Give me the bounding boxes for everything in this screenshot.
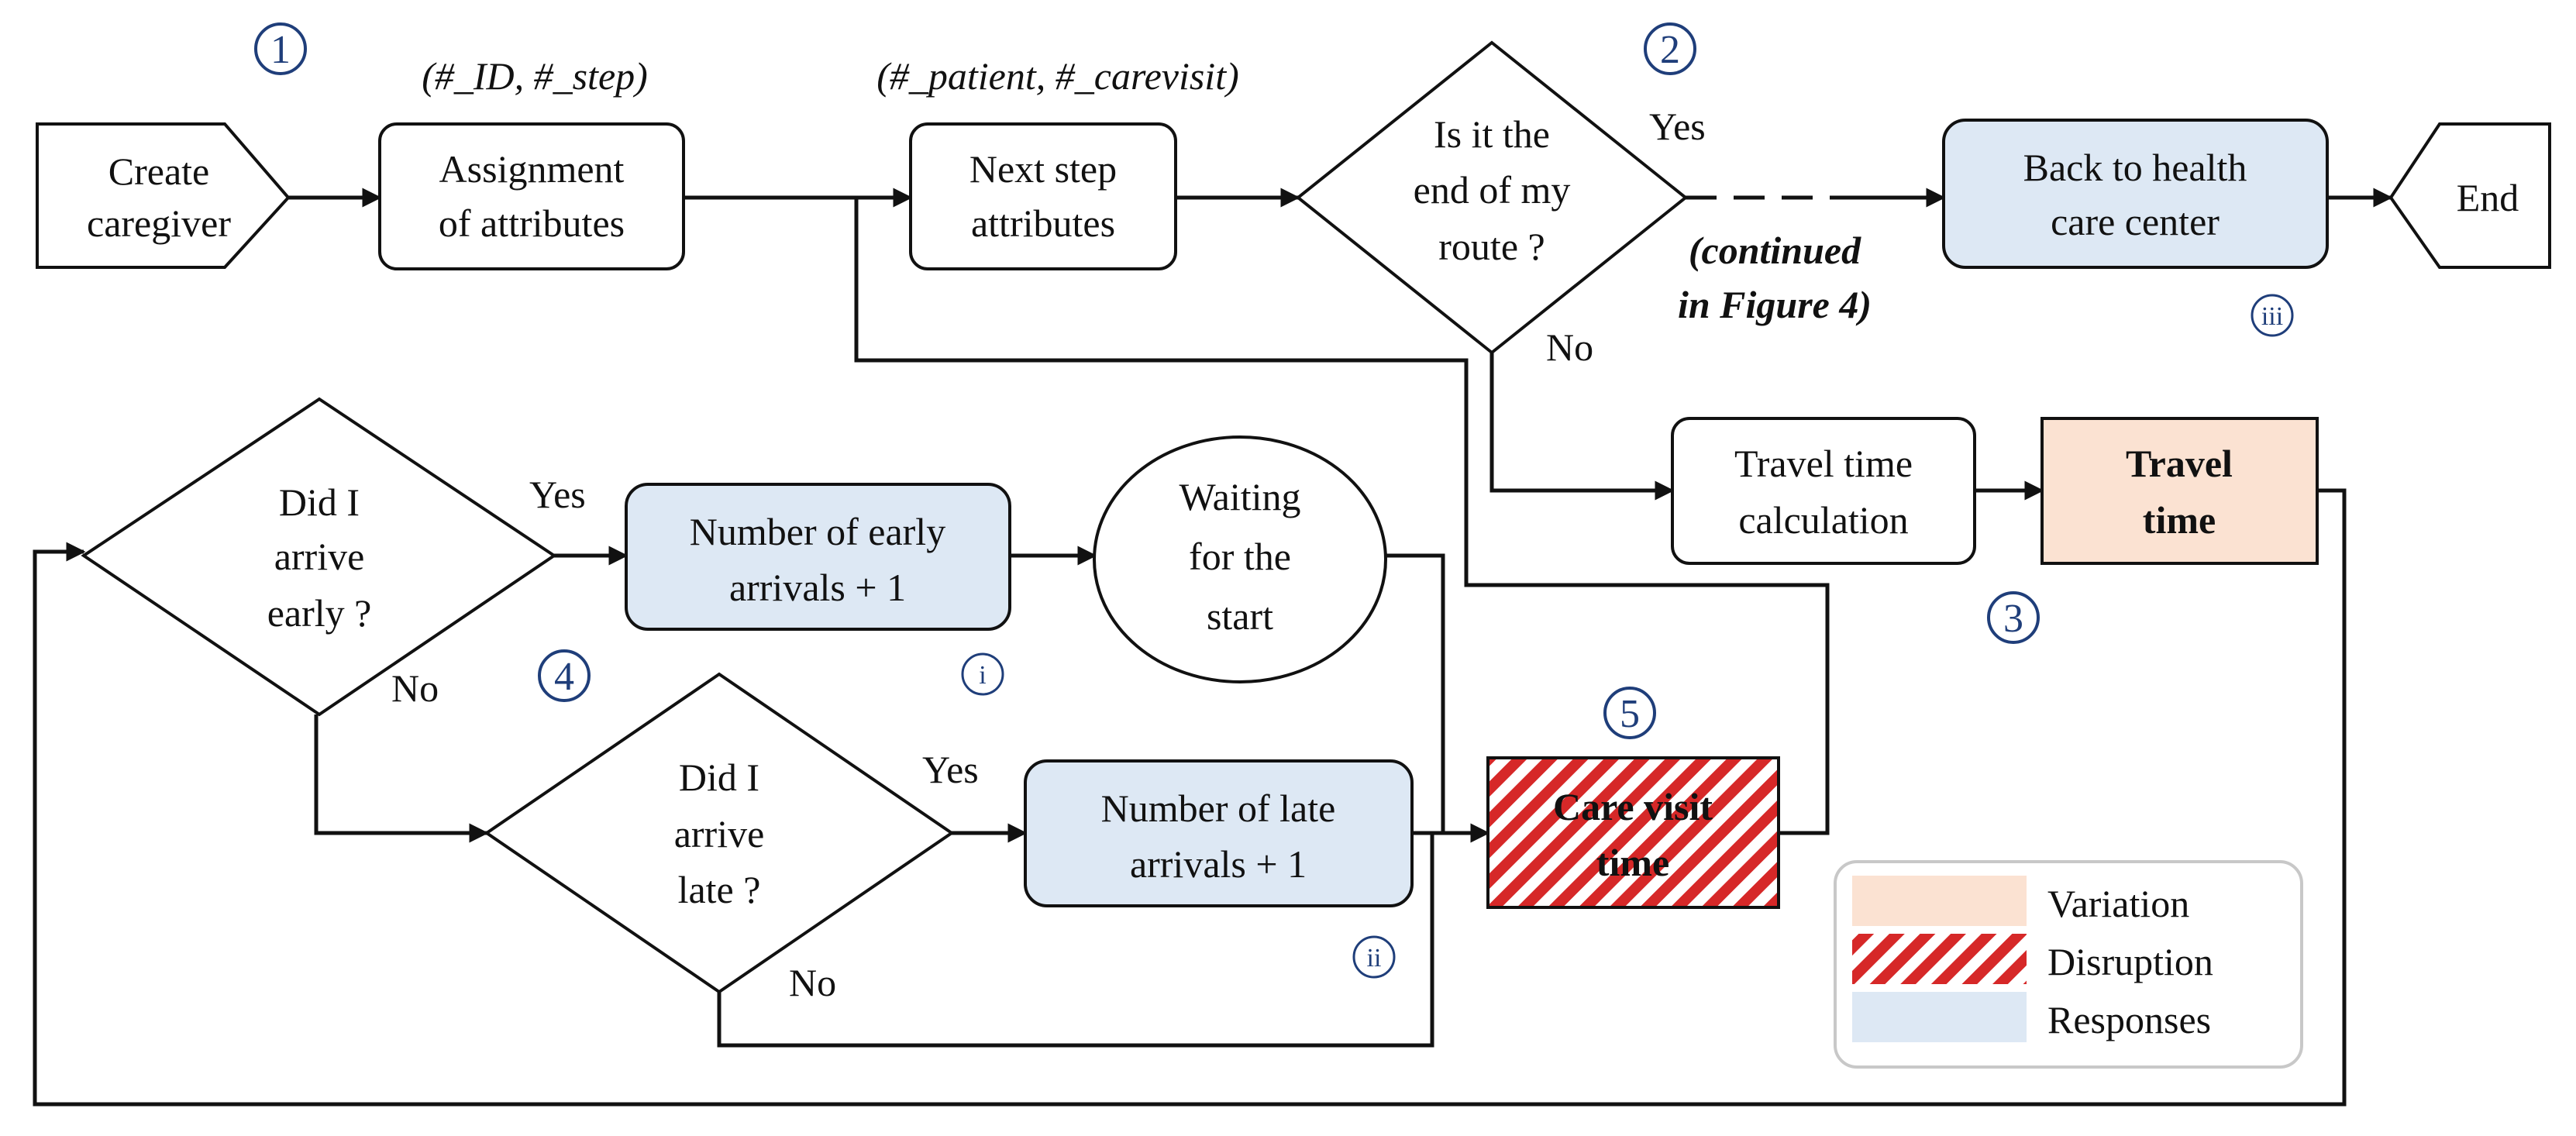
assignment-line1: Assignment — [439, 147, 625, 191]
travel-calc-line2: calculation — [1738, 498, 1908, 542]
attrs-annotation-2: (#_patient, #_carevisit) — [876, 54, 1238, 98]
edge-no-late — [314, 714, 489, 843]
waiting-line3: start — [1207, 594, 1273, 638]
edge-no-travelcalc — [1489, 353, 1675, 501]
edge-nolate-care — [717, 833, 1434, 1048]
connectors — [33, 188, 2393, 1107]
create-caregiver-line2: caregiver — [87, 201, 231, 245]
edge-traveltime-loop — [33, 488, 2347, 1107]
legend-label-responses: Responses — [2047, 998, 2211, 1041]
node-end: End — [2388, 122, 2551, 269]
svg-text:2: 2 — [1660, 28, 1680, 72]
yes-label-early: Yes — [529, 473, 586, 516]
continued-line1: (continued — [1689, 229, 1861, 272]
end-route-line3: route ? — [1438, 225, 1545, 268]
continued-line2: in Figure 4) — [1678, 283, 1872, 326]
node-travel-calc: Travel time calculation — [1671, 417, 1976, 565]
arrive-late-line1: Did I — [679, 756, 759, 799]
node-create-caregiver: Create caregiver — [36, 122, 291, 269]
svg-text:1: 1 — [270, 28, 291, 72]
legend-swatch-variation — [1852, 876, 2027, 926]
arrive-late-line2: arrive — [674, 812, 765, 855]
care-visit-line2: time — [1596, 841, 1669, 884]
no-label-late: No — [789, 961, 836, 1004]
no-label-route: No — [1546, 325, 1593, 369]
travel-time-line1: Travel — [2126, 442, 2233, 485]
marker-1: 1 — [254, 22, 307, 75]
end-label: End — [2457, 176, 2519, 219]
node-waiting: Waiting for the start — [1093, 435, 1387, 683]
marker-4: 4 — [538, 649, 591, 702]
legend-label-variation: Variation — [2047, 882, 2189, 925]
travel-time-line2: time — [2143, 498, 2216, 542]
node-early-count: Number of early arrivals + 1 — [625, 483, 1011, 631]
svg-text:i: i — [979, 661, 986, 690]
legend-label-disruption: Disruption — [2047, 940, 2213, 983]
attrs-annotation-1: (#_ID, #_step) — [422, 54, 648, 98]
marker-5: 5 — [1603, 687, 1656, 739]
node-arrive-late-decision: Did I arrive late ? — [484, 672, 955, 994]
arrive-early-line2: arrive — [274, 535, 365, 578]
back-center-line1: Back to health — [2023, 146, 2247, 189]
travel-calc-line1: Travel time — [1734, 442, 1913, 485]
end-route-line2: end of my — [1414, 168, 1571, 212]
svg-text:5: 5 — [1620, 692, 1640, 736]
arrive-late-line3: late ? — [678, 868, 761, 911]
legend-swatch-disruption — [1852, 934, 2027, 984]
node-back-center: Back to health care center — [1942, 119, 2329, 269]
node-care-visit: Care visit time — [1486, 756, 1780, 909]
marker-i: i — [961, 652, 1004, 696]
edge-wait-care — [1386, 553, 1445, 833]
yes-label-late: Yes — [922, 748, 979, 791]
arrive-early-line1: Did I — [279, 480, 360, 524]
yes-label-route: Yes — [1649, 105, 1706, 148]
marker-ii: ii — [1352, 935, 1396, 979]
back-center-line2: care center — [2051, 200, 2220, 243]
svg-text:4: 4 — [554, 655, 574, 699]
node-arrive-early-decision: Did I arrive early ? — [81, 397, 557, 717]
svg-text:3: 3 — [2003, 597, 2023, 641]
node-assignment: Assignment of attributes — [378, 122, 685, 270]
legend: Variation Disruption Responses — [1834, 860, 2303, 1069]
legend-swatch-responses — [1852, 992, 2027, 1042]
edge-care-loop-back — [854, 198, 1830, 835]
next-step-line2: attributes — [971, 201, 1115, 245]
arrive-early-line3: early ? — [267, 591, 372, 635]
node-late-count: Number of late arrivals + 1 — [1024, 759, 1414, 907]
waiting-line1: Waiting — [1179, 475, 1300, 518]
care-visit-line1: Care visit — [1553, 785, 1713, 828]
end-route-line1: Is it the — [1434, 112, 1550, 156]
node-next-step: Next step attributes — [909, 122, 1177, 270]
svg-text:ii: ii — [1367, 944, 1382, 972]
marker-3: 3 — [1987, 591, 2040, 644]
early-count-line1: Number of early — [690, 510, 945, 553]
next-step-line1: Next step — [969, 147, 1117, 191]
waiting-line2: for the — [1189, 535, 1291, 578]
node-travel-time: Travel time — [2040, 417, 2319, 565]
late-count-line2: arrivals + 1 — [1130, 842, 1307, 886]
svg-text:iii: iii — [2261, 302, 2283, 331]
no-label-early: No — [391, 666, 439, 710]
marker-iii: iii — [2251, 294, 2294, 337]
marker-2: 2 — [1644, 22, 1696, 75]
assignment-line2: of attributes — [439, 201, 625, 245]
early-count-line2: arrivals + 1 — [729, 566, 906, 609]
late-count-line1: Number of late — [1101, 787, 1336, 830]
create-caregiver-line1: Create — [108, 150, 209, 193]
node-end-route-decision: Is it the end of my route ? — [1295, 40, 1689, 355]
